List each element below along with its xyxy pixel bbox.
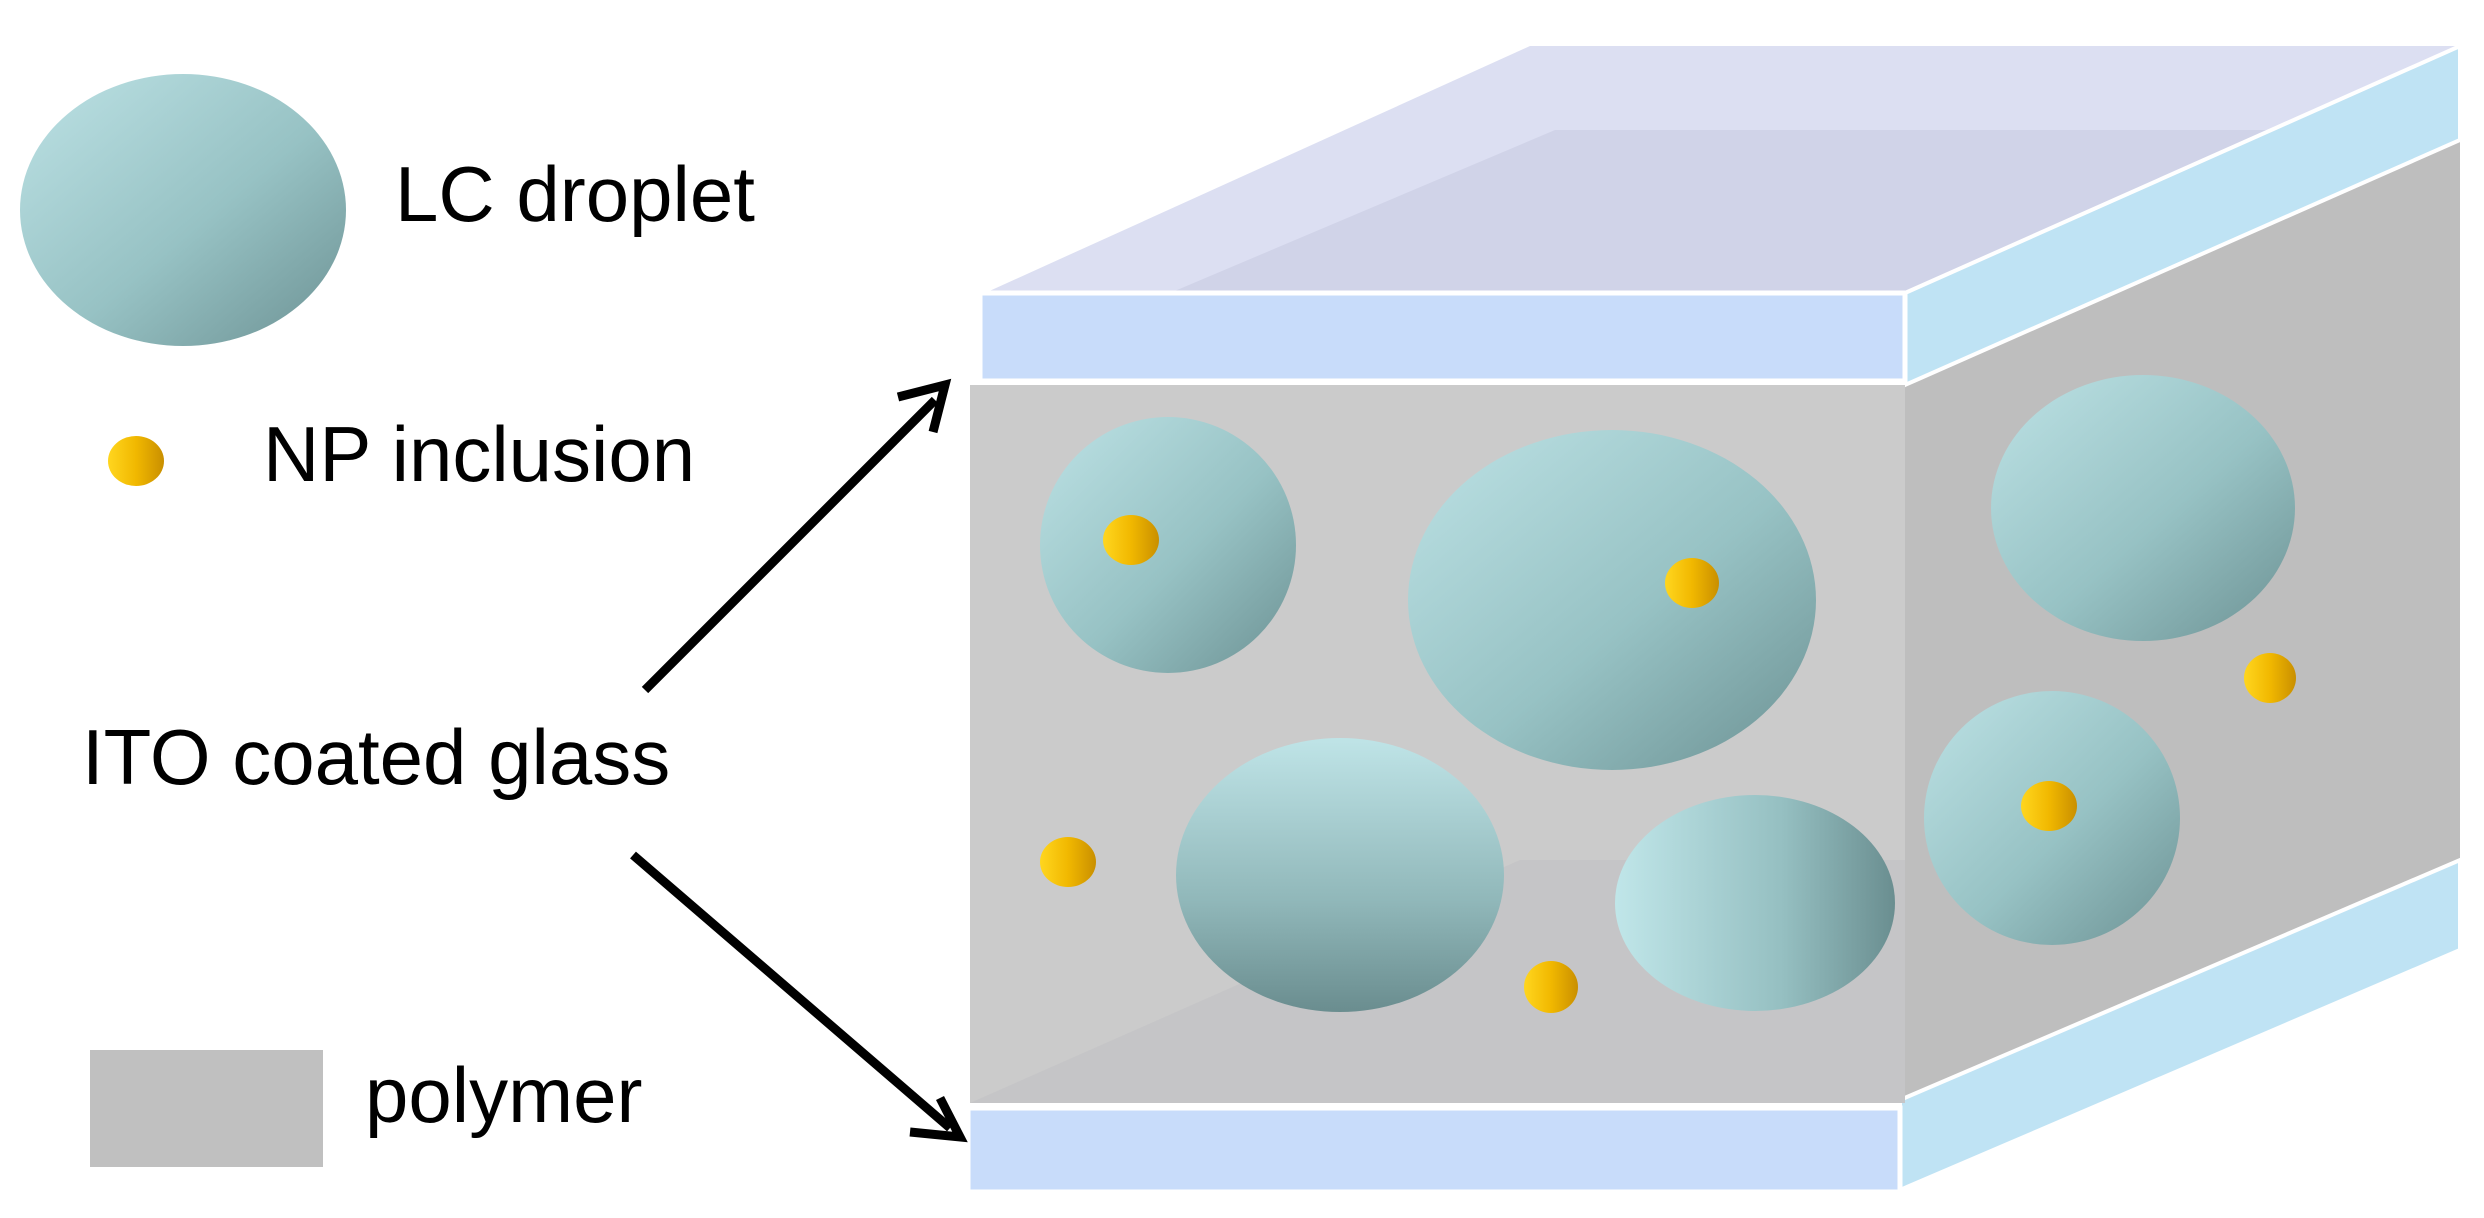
np-inclusion <box>2244 653 2296 703</box>
legend-lc-droplet-label: LC droplet <box>395 150 755 238</box>
bottom-glass-front-edge <box>965 1105 1903 1195</box>
legend-polymer-label: polymer <box>365 1051 642 1139</box>
lc-droplet <box>1615 795 1895 1011</box>
polymer-swatch-icon <box>90 1050 323 1167</box>
arrow-icon <box>641 396 939 694</box>
top-glass-inner-shade <box>1170 130 2335 293</box>
top-glass-front-edge <box>977 290 1908 384</box>
np-inclusion <box>1524 961 1578 1013</box>
arrows <box>630 378 968 1143</box>
arrow-icon <box>630 851 953 1132</box>
np-inclusion <box>1103 515 1159 565</box>
lc-droplet <box>1040 417 1296 673</box>
lc-droplet <box>1991 375 2295 641</box>
np-inclusion <box>1040 837 1096 887</box>
arrow-head-icon <box>896 378 952 434</box>
np-inclusion-icon <box>108 436 164 486</box>
legend-ito-glass-label: ITO coated glass <box>82 713 670 801</box>
pdlc-cell <box>965 42 2462 1195</box>
legend-np-inclusion-label: NP inclusion <box>263 410 695 498</box>
np-inclusion <box>2021 781 2077 831</box>
lc-droplet <box>1176 738 1504 1012</box>
legend: LC droplet NP inclusion ITO coated glass… <box>20 74 755 1167</box>
arrow-head-icon <box>909 1095 968 1143</box>
lc-droplet-icon <box>20 74 346 346</box>
lc-droplet <box>1408 430 1816 770</box>
np-inclusion <box>1665 558 1719 608</box>
